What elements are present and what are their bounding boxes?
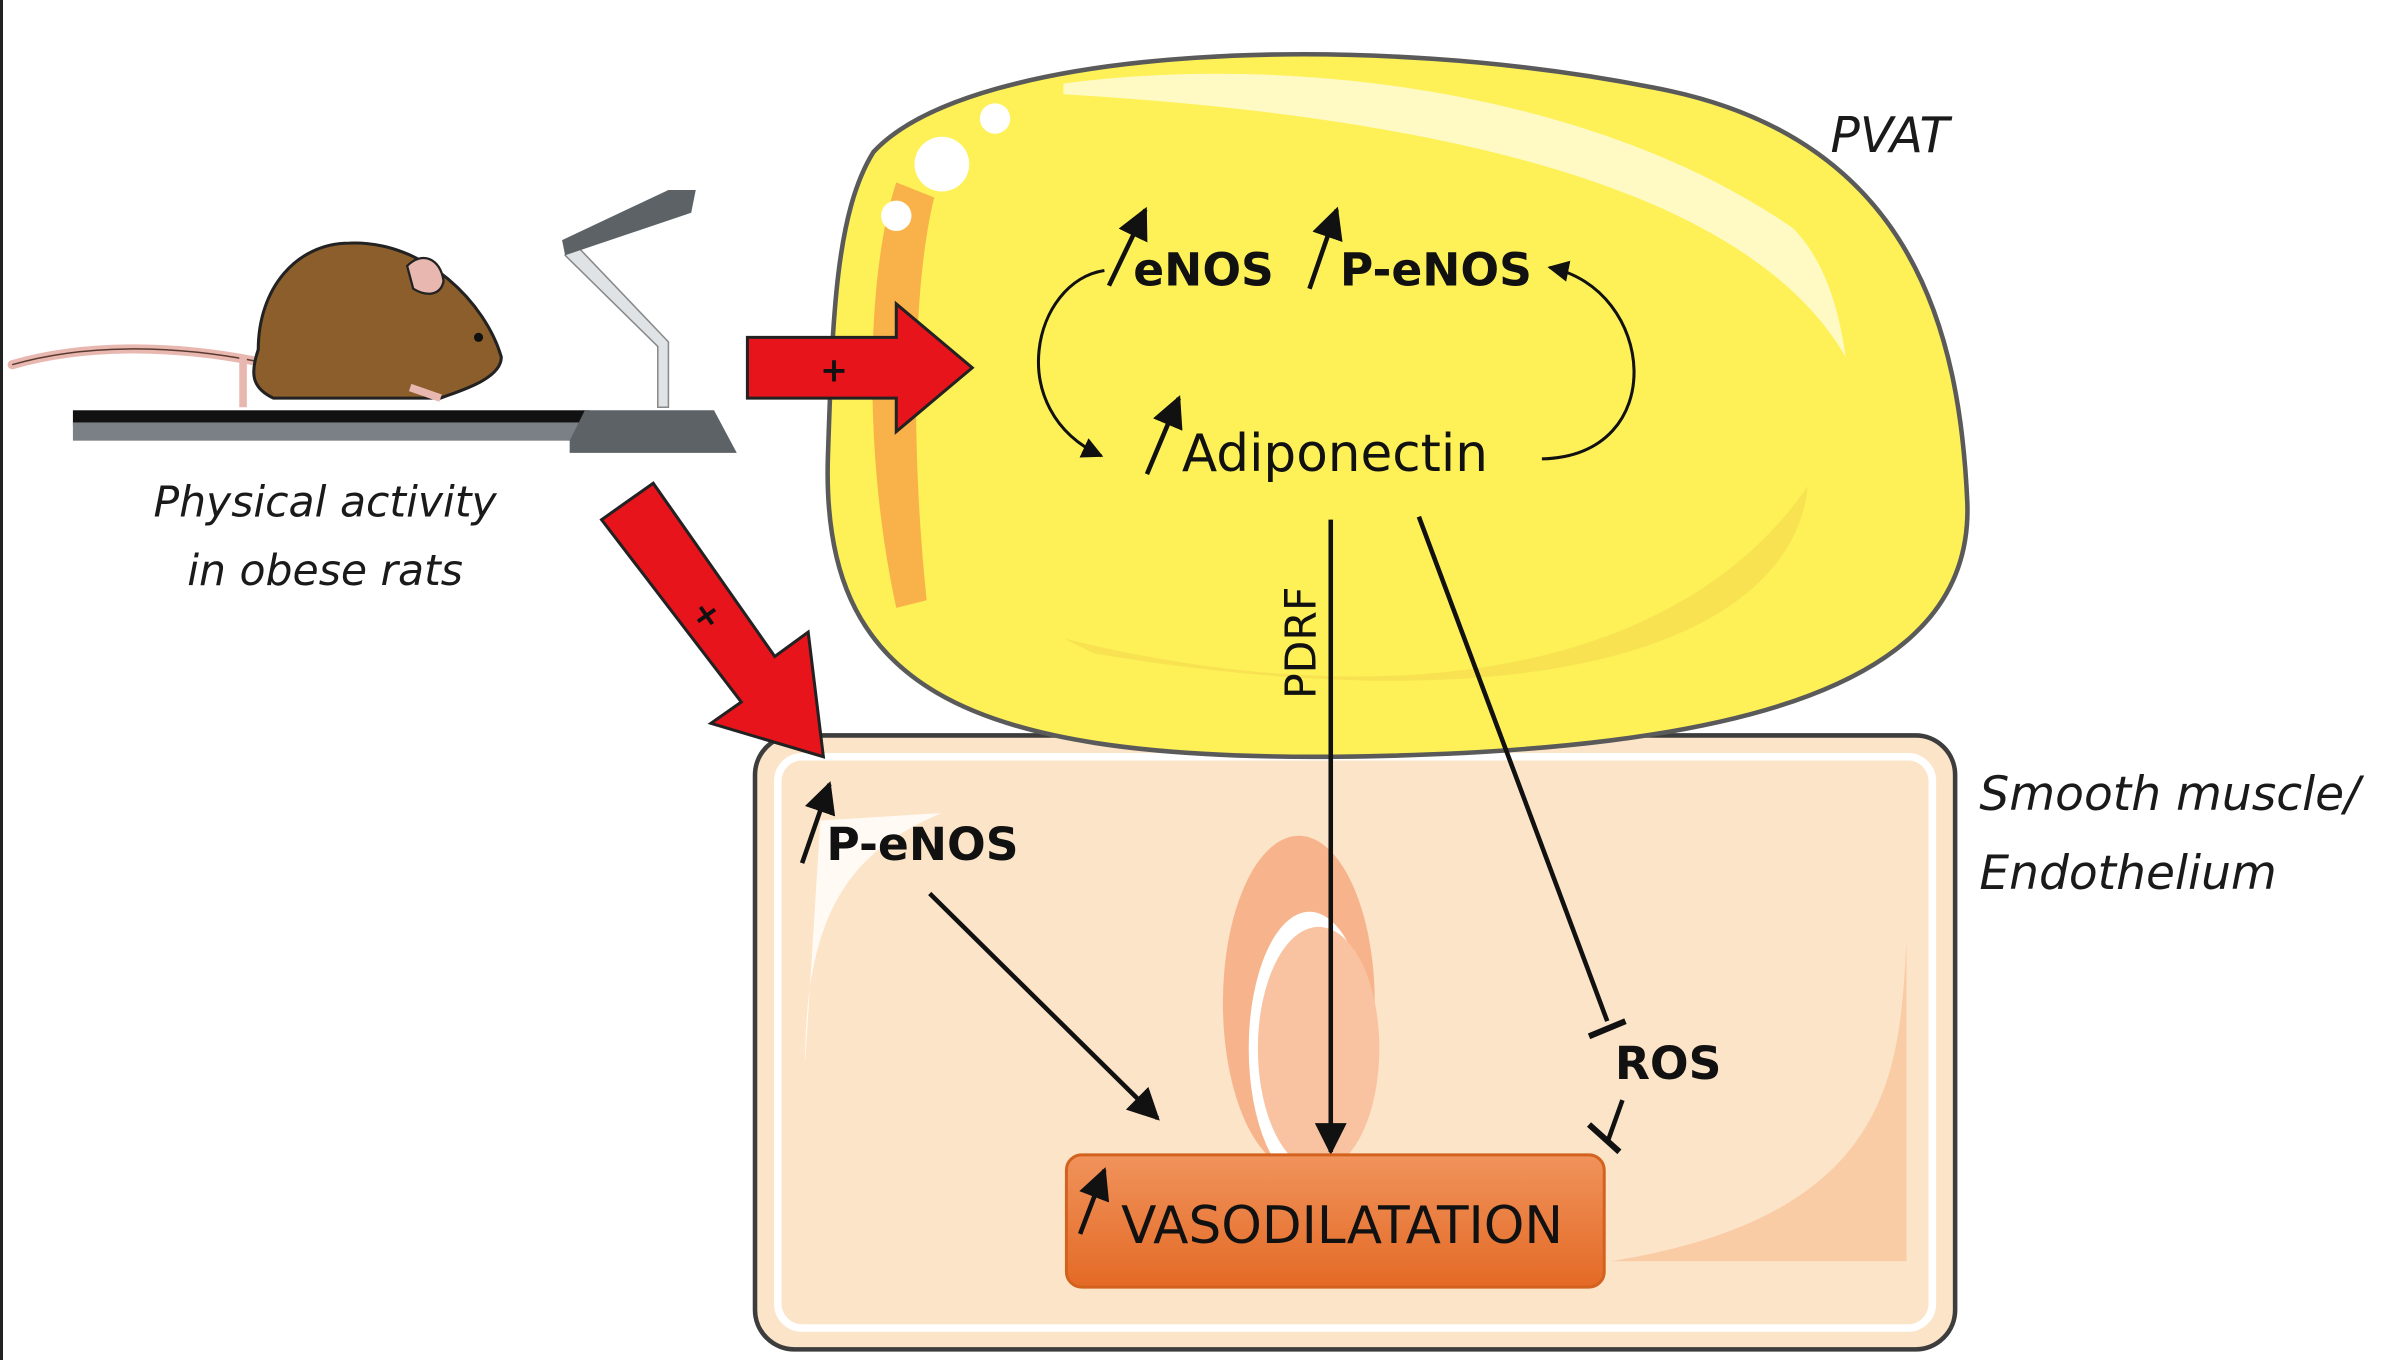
p-enos-to-vasodilatation-arrow	[928, 891, 1160, 1121]
increase-p-enos-pvat-icon	[1307, 206, 1343, 290]
nucleus	[1222, 835, 1380, 1186]
vasodilatation-box: VASODILATATION	[1064, 1153, 1606, 1289]
enos-label: eNOS	[1133, 244, 1274, 297]
stimulus-arrow-to-pvat: +	[745, 300, 975, 435]
activity-label-line1: Physical activity	[153, 479, 497, 528]
smooth-muscle-label-line1: Smooth muscle/	[1979, 767, 2365, 822]
activity-label-line2: in obese rats	[187, 547, 463, 596]
increase-enos-icon	[1106, 206, 1148, 287]
left-border-line	[0, 0, 3, 1360]
pdrf-label: PDRF	[1278, 587, 1327, 699]
rat-on-treadmill-illustration	[7, 189, 737, 453]
vasodilatation-label: VASODILATATION	[1121, 1196, 1563, 1256]
p-enos-pvat-label: P-eNOS	[1340, 244, 1532, 297]
feedback-arrow-right	[1541, 260, 1636, 461]
increase-adiponectin-icon	[1144, 395, 1183, 475]
increase-p-enos-vessel-icon	[799, 781, 836, 864]
stimulus-arrow-to-vessel: +	[599, 481, 826, 759]
smooth-muscle-label-line2: Endothelium	[1979, 846, 2276, 901]
vasodilatation-inhibition-bar-icon	[1586, 1122, 1622, 1155]
ros-label: ROS	[1615, 1037, 1722, 1090]
ros-inhibition-bar-icon	[1587, 1018, 1627, 1040]
pvat-label: PVAT	[1831, 108, 1953, 164]
p-enos-vessel-label: P-eNOS	[826, 818, 1018, 871]
feedback-arrow-left	[1036, 268, 1105, 458]
adiponectin-label: Adiponectin	[1182, 424, 1488, 484]
plus-sign-pvat: +	[820, 350, 848, 389]
pvat-pathway: eNOS P-eNOS Adiponectin	[1036, 206, 1636, 484]
adipocyte-cell	[825, 52, 1970, 760]
increase-vasodilatation-icon	[1077, 1167, 1110, 1235]
ros-to-vasodilatation-line	[1605, 1099, 1625, 1144]
ros-inhibition-line	[1416, 515, 1610, 1022]
